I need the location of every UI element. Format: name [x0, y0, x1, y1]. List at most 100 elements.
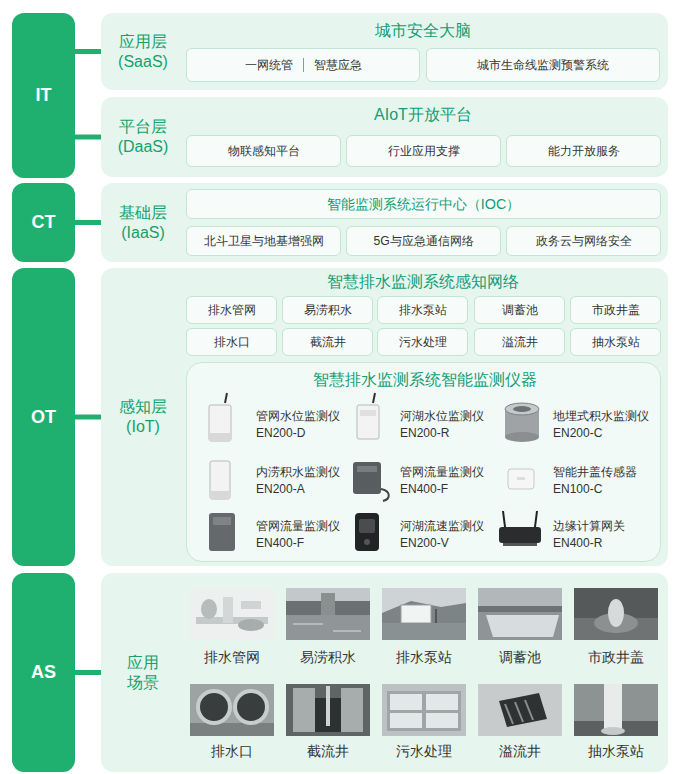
drainage-pump-photo-part [604, 684, 622, 732]
module-box: 北斗卫星与地基增强网 [186, 226, 341, 256]
flow-meter-icon [209, 513, 235, 551]
module-box: 调蓄池 [474, 296, 565, 324]
edge-gateway-icon-part [503, 543, 537, 546]
pump-station-photo-part [382, 588, 466, 640]
module-label: 市政井盖 [592, 302, 640, 319]
outfall-photo-part [235, 691, 267, 723]
scene-caption: 溢流井 [472, 743, 568, 761]
overflow-well-photo [478, 684, 562, 736]
group-title: 智慧排水监测系统感知网络 [188, 272, 658, 292]
scene-caption: 排水泵站 [376, 649, 472, 667]
manhole-sensor-icon-part [508, 469, 534, 489]
module-box: 政务云与网络安全 [506, 226, 661, 256]
module-label: 抽水泵站 [592, 334, 640, 351]
layer-label: 平台层 (DaaS) [113, 117, 173, 157]
scene-caption: 截流井 [280, 743, 376, 761]
module-box: 5G与应急通信网络 [346, 226, 501, 256]
layer-connector [75, 670, 101, 675]
manhole-sensor-icon [508, 469, 534, 489]
scene-photos [101, 573, 668, 772]
layer-tab: CT [12, 183, 75, 262]
buried-sensor-icon-part [513, 406, 531, 412]
pump-station-photo [382, 588, 466, 640]
model-code: EN400-F [400, 482, 448, 497]
device-name: 内涝积水监测仪 [256, 465, 340, 480]
module-box: 溢流井 [474, 328, 565, 356]
device-name: 管网水位监测仪 [256, 409, 340, 424]
outfall-photo [190, 684, 274, 736]
module-label: 排水泵站 [399, 302, 447, 319]
layer-connector [75, 415, 101, 420]
overflow-well-photo-part [505, 704, 513, 724]
layer-label: 应用层 (SaaS) [113, 32, 173, 72]
layer-panel: 平台层 (DaaS)AIoT开放平台物联感知平台行业应用支撑能力开放服务 [101, 97, 668, 177]
module-label: 污水处理 [399, 334, 447, 351]
overflow-well-photo-part [525, 700, 533, 720]
module-box: 物联感知平台 [186, 135, 341, 167]
interception-well-photo-part [286, 684, 370, 736]
module-label: 排水管网 [208, 302, 256, 319]
module-label: 城市生命线监测预警系统 [477, 57, 609, 74]
edge-gateway-icon [499, 511, 541, 546]
pump-station-photo-part [382, 623, 466, 640]
outfall-photo-part [198, 691, 230, 723]
flow-meter-icon-part [353, 462, 381, 494]
layer-connector [75, 220, 101, 225]
model-code: EN200-D [256, 426, 305, 441]
water-level-meter-icon-part [225, 393, 227, 403]
waterlogging-photo-part [286, 588, 370, 640]
water-level-meter-icon-part [209, 433, 231, 441]
module-box: 能力开放服务 [506, 135, 661, 167]
velocity-meter-icon-part [355, 513, 379, 551]
module-box: 市政井盖 [570, 296, 661, 324]
interception-well-photo-part [293, 688, 315, 732]
waterlogging-photo-part [333, 630, 361, 632]
storage-tank-photo-part [486, 615, 559, 637]
flow-meter-icon-part [209, 513, 235, 551]
model-code: EN400-R [553, 536, 602, 551]
layer-panel: 感知层 (IoT)智慧排水监测系统感知网络排水管网易涝积水排水泵站调蓄池市政井盖… [101, 268, 668, 566]
layer-label: 应用场景 [127, 653, 160, 693]
flow-meter-icon-part [357, 466, 377, 472]
module-box: 易涝积水 [282, 296, 373, 324]
outfall-photo-part [190, 723, 274, 736]
waterlogging-photo [286, 588, 370, 640]
scene-caption: 排水管网 [184, 649, 280, 667]
scene-caption: 排水口 [184, 743, 280, 761]
sewage-plant-photo-part [390, 694, 422, 710]
river-level-meter-icon-part [357, 405, 379, 439]
flow-meter-icon-part [213, 517, 231, 525]
drainage-pump-photo [574, 684, 658, 736]
interception-well-photo-part [326, 686, 330, 726]
waterlogging-photo-part [286, 615, 370, 640]
buried-sensor-icon-part [505, 403, 539, 415]
layer-connector [75, 135, 101, 140]
layer-connector [75, 49, 101, 54]
sewage-plant-photo-part [387, 691, 461, 731]
device-name: 管网流量监测仪 [400, 465, 484, 480]
layer-tag: CT [32, 212, 56, 233]
layer-tag: IT [36, 85, 52, 106]
device-name: 河湖水位监测仪 [400, 409, 484, 424]
layer-tab: AS [12, 573, 75, 772]
waterlogging-photo-part [321, 593, 335, 615]
velocity-meter-icon [355, 513, 379, 551]
storage-tank-photo-part [478, 588, 562, 640]
scene-caption: 易涝积水 [280, 649, 376, 667]
module-box: 城市生命线监测预警系统 [426, 48, 660, 82]
manhole-photo-part [608, 599, 624, 627]
pipe-network-photo-part [241, 601, 261, 609]
edge-gateway-icon-part [499, 527, 541, 543]
model-code: EN400-F [256, 536, 304, 551]
module-label: 5G与应急通信网络 [373, 233, 473, 250]
drainage-pump-photo-part [601, 727, 625, 735]
scene-caption: 污水处理 [376, 743, 472, 761]
sewage-plant-photo-part [426, 713, 458, 728]
interception-well-photo [286, 684, 370, 736]
waterlogging-meter-icon-part [210, 461, 230, 499]
device-name: 边缘计算网关 [553, 519, 625, 534]
module-label: 截流井 [310, 334, 346, 351]
module-label: 行业应用支撑 [388, 143, 460, 160]
manhole-photo-part [574, 588, 658, 640]
pipe-network-photo [190, 588, 274, 640]
